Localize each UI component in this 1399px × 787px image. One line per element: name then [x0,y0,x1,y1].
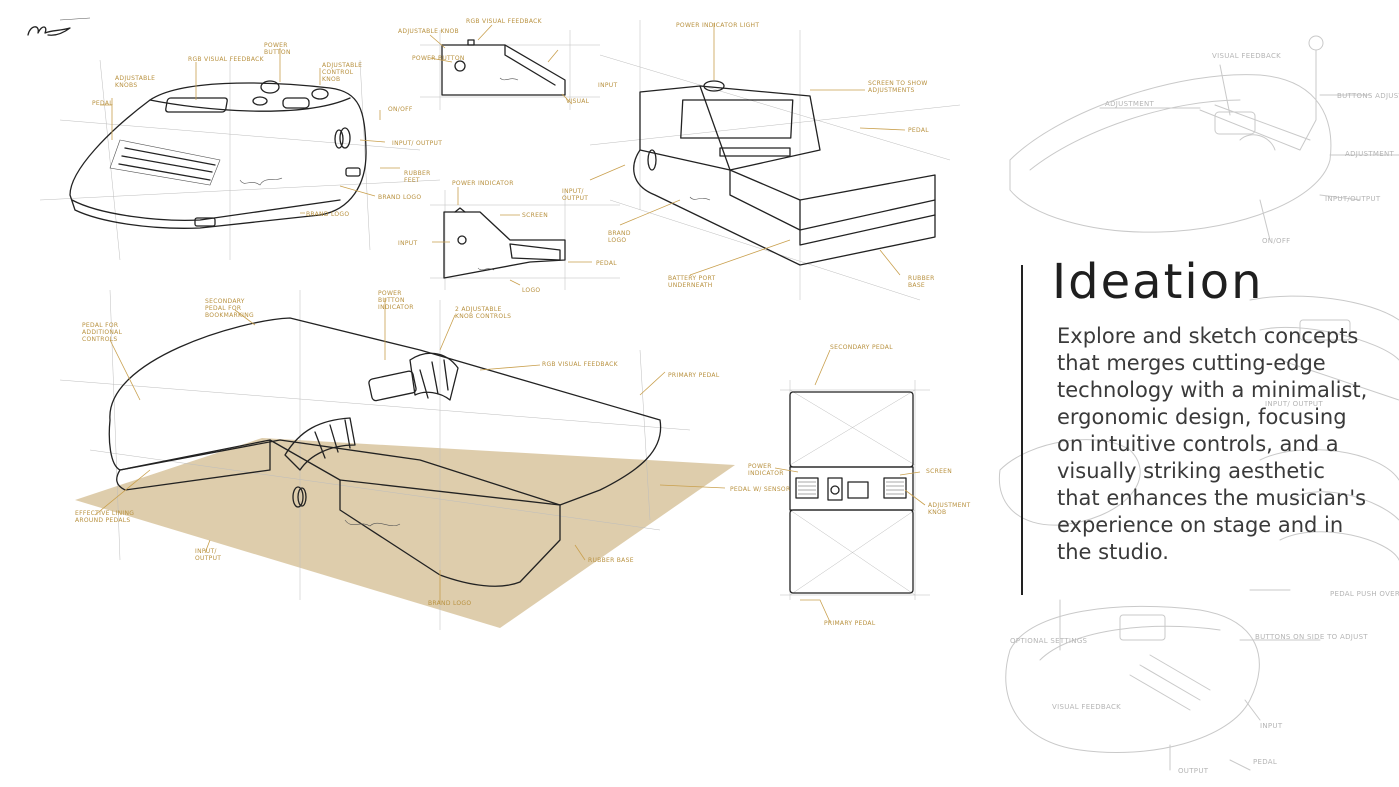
ghost-label-visual-feedback-bottom: Visual feedback [1052,703,1122,711]
label-brand-logo: Brand logo [608,230,631,244]
label-input-output-left: Input/ output [392,140,443,147]
label-pedal-left: Pedal [92,100,113,107]
label-adjustment-knob: Adjustment knob [928,502,971,516]
signature-mark [27,26,71,36]
label-power-button-indicator: Power button indicator [378,290,414,311]
label-adjustable-knob-controls: 2 adjustable knob controls [455,306,512,320]
label-power-button: Power button [412,55,465,62]
ghost-label-input-output-mid: Input/ output [1265,400,1323,408]
label-brand-logo-small: Brand logo [428,600,472,607]
label-rgb-top: RGB visual feedback [466,18,542,25]
label-input-output: Input/ output [562,188,589,202]
floor-shadow [75,438,735,628]
label-screen-adjustments: Screen to show adjustments [868,80,928,94]
label-secondary-bookmarking: Secondary pedal for bookmarking [205,298,254,319]
ghost-label-adjustment: Adjustment [1105,100,1155,108]
label-visual-top: Visual [566,98,590,105]
label-power-indicator-top-view: Power indicator [748,463,784,477]
label-pedal-small: Pedal [596,260,617,267]
ghost-label-optional-settings: Optional settings [1010,637,1088,645]
label-primary-pedal-bottom: Primary pedal [824,620,876,627]
label-rgb-feedback-1: RGB visual feedback [188,56,264,63]
ghost-label-pedal: Pedal [1253,758,1278,766]
label-rgb-visual-feedback: RGB visual feedback [542,361,618,368]
label-adjustable-knob: Adjustable knob [398,28,459,35]
label-screen: Screen [522,212,549,219]
label-power-indicator-light: Power indicator light [676,22,760,29]
sketch-top-view [774,349,930,623]
ghost-label-pedal-push: Pedal push overlay [1330,590,1399,598]
sketch-dual-pedal [59,289,735,630]
label-adjustable-control-knob: Adjustable control knob [322,62,363,83]
label-pedal-additional: Pedal for additional controls [82,322,123,343]
label-input-output-small: Input/ output [195,548,222,562]
sketch-small-profile [430,187,620,290]
sketch-perspective-pedal-1 [39,48,441,261]
ghost-label-on-off: On/off [1262,237,1291,245]
label-rubber-base: Rubber base [908,275,935,289]
ghost-label-adjustment-right: Adjustment [1345,150,1395,158]
product-sketches [27,17,961,630]
label-input: Input [398,240,418,247]
label-secondary-pedal-top: Secondary pedal [830,344,893,351]
label-power-indicator: Power indicator [452,180,514,187]
label-pedal-w-sensor: Pedal w/ sensor [730,486,791,493]
ghost-label-visual-feedback: Visual feedback [1212,52,1282,60]
ghost-label-buttons-on-side: Buttons on side to adjust [1255,633,1368,641]
label-brand-logo-left: Brand logo [306,211,350,218]
label-battery-port: Battery port underneath [668,275,716,289]
vertical-divider [1021,265,1023,595]
label-power-button-top: Power button [264,42,291,56]
label-rubber-base-small: Rubber base [588,557,634,564]
sketch-side-view [420,24,600,110]
label-input-side: Input [598,82,618,89]
page-title: Ideation [1052,254,1264,310]
page-description: Explore and sketch concepts that merges … [1057,324,1368,564]
label-adjustable-knobs: Adjustable knobs [115,75,156,89]
label-on-off: On/off [388,106,413,113]
ghost-label-input: Input [1260,722,1283,730]
ghost-label-input-output: Input/output [1325,195,1381,203]
label-brand-logo-side: Brand logo [378,194,422,201]
label-screen-top-view: Screen [926,468,953,475]
sketch-perspective-pedal-2 [589,20,961,301]
label-pedal: Pedal [908,127,929,134]
label-primary-pedal: Primary pedal [668,372,720,379]
ghost-label-output: Output [1178,767,1209,775]
ghost-label-buttons-adjust-pedal: Buttons adjust pedal [1337,92,1399,100]
label-effective-lining: Effective lining around pedals [75,510,135,524]
label-rubber-feet: Rubber feet [404,170,431,184]
label-logo: Logo [522,287,541,294]
